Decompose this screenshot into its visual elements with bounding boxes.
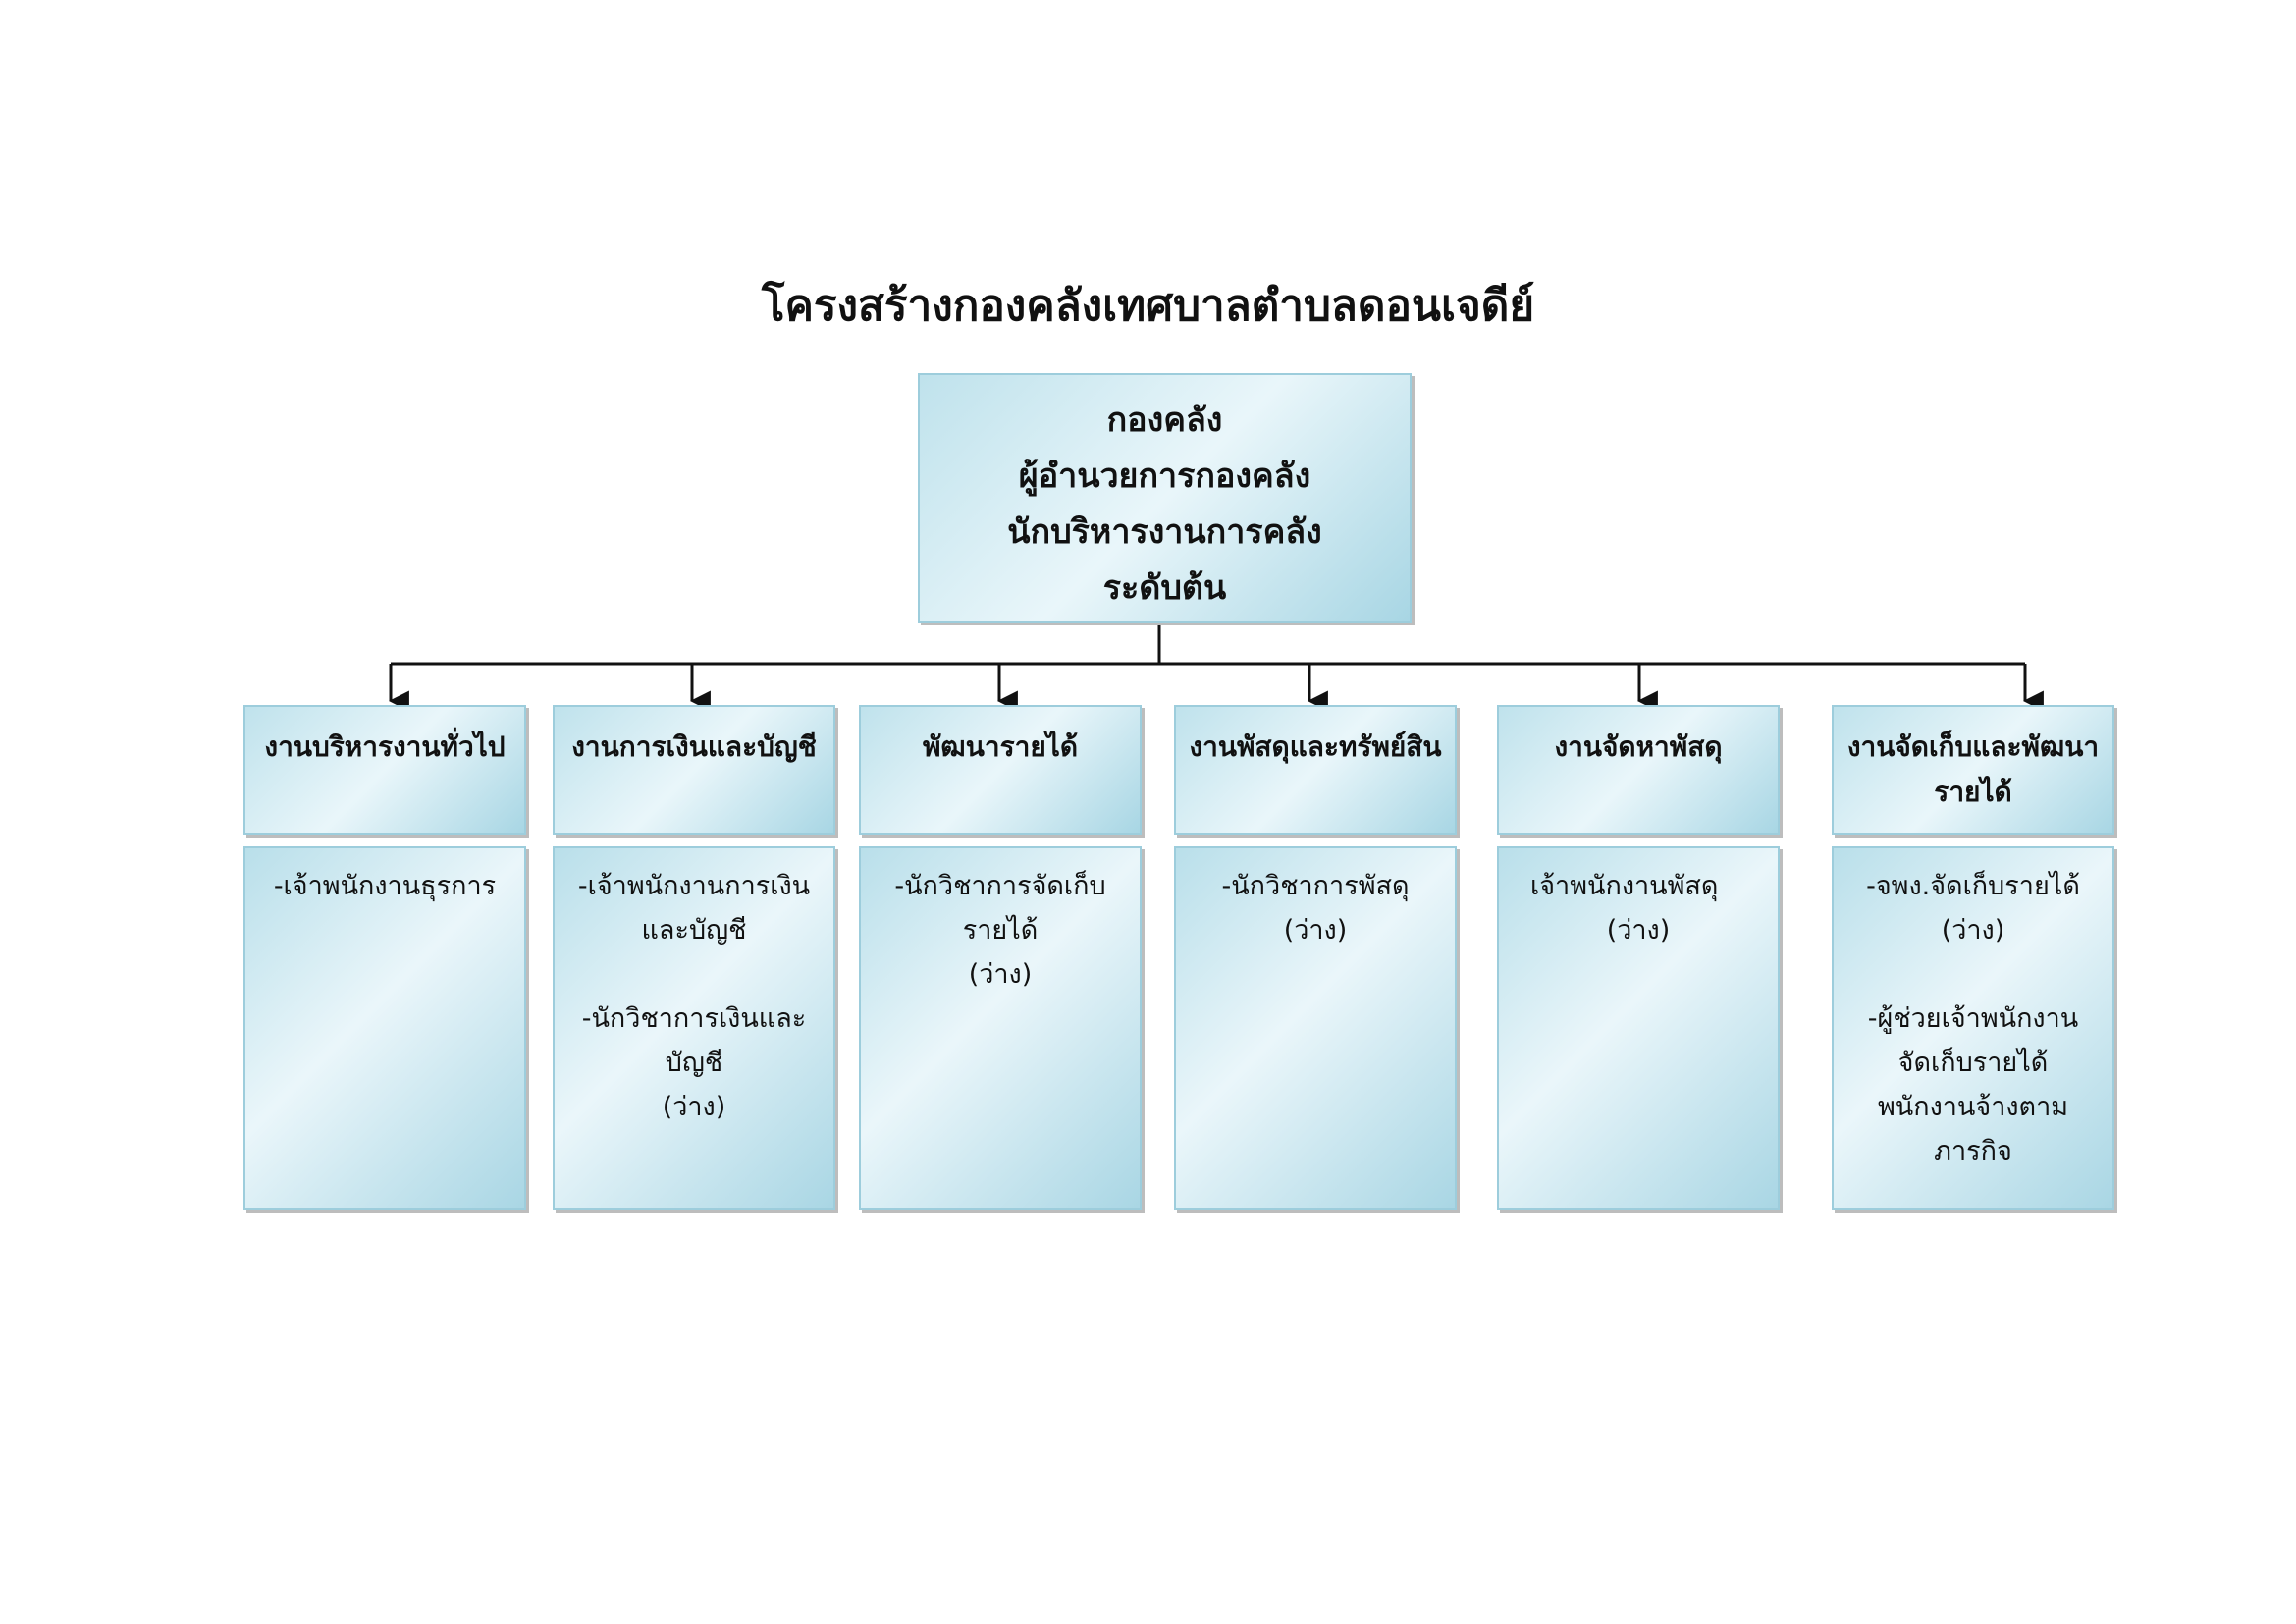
division-staff-revenue-development: -นักวิชาการจัดเก็บ รายได้ (ว่าง): [859, 846, 1142, 1210]
division-staff-procurement: เจ้าพนักงานพัสดุ (ว่าง): [1497, 846, 1780, 1210]
division-head-label: รายได้: [1934, 776, 2012, 808]
director-line: ผู้อำนวยการกองคลัง: [1018, 457, 1311, 496]
staff-line: (ว่าง): [662, 1092, 726, 1122]
division-head-general-admin: งานบริหารงานทั่วไป: [243, 705, 526, 835]
staff-line: จัดเก็บรายได้: [1897, 1048, 2049, 1078]
staff-line: และบัญชี: [641, 915, 747, 946]
staff-line: -เจ้าพนักงานการเงิน: [577, 871, 811, 901]
staff-line: (ว่าง): [1941, 915, 2005, 946]
staff-line: (ว่าง): [1283, 915, 1348, 946]
division-head-revenue-collection: งานจัดเก็บและพัฒนา รายได้: [1832, 705, 2114, 835]
division-head-label: งานจัดเก็บและพัฒนา: [1846, 731, 2100, 763]
staff-line: บัญชี: [665, 1048, 723, 1078]
staff-line: พนักงานจ้างตาม: [1877, 1092, 2069, 1122]
staff-line: -นักวิชาการเงินและ: [581, 1003, 807, 1034]
staff-gap: [1845, 952, 2101, 997]
director-line: ระดับต้น: [1102, 568, 1227, 608]
staff-line: ภารกิจ: [1934, 1136, 2012, 1166]
division-staff-general-admin: -เจ้าพนักงานธุรการ: [243, 846, 526, 1210]
division-head-label: งานจัดหาพัสดุ: [1554, 731, 1723, 763]
staff-line: -นักวิชาการพัสดุ: [1221, 871, 1410, 901]
division-head-label: พัฒนารายได้: [922, 731, 1079, 763]
staff-line: -จพง.จัดเก็บรายได้: [1866, 871, 2080, 901]
staff-line: -นักวิชาการจัดเก็บ: [894, 871, 1106, 901]
division-staff-finance-accounting: -เจ้าพนักงานการเงิน และบัญชี -นักวิชาการ…: [553, 846, 835, 1210]
division-head-finance-accounting: งานการเงินและบัญชี: [553, 705, 835, 835]
staff-line: -ผู้ช่วยเจ้าพนักงาน: [1867, 1003, 2079, 1034]
director-line: นักบริหารงานการคลัง: [1007, 513, 1322, 552]
staff-line: -เจ้าพนักงานธุรการ: [273, 871, 497, 901]
staff-gap: [566, 952, 822, 997]
division-head-label: งานการเงินและบัญชี: [571, 731, 817, 763]
division-head-procurement: งานจัดหาพัสดุ: [1497, 705, 1780, 835]
division-head-label: งานพัสดุและทรัพย์สิน: [1189, 731, 1442, 763]
division-head-label: งานบริหารงานทั่วไป: [264, 731, 506, 763]
division-staff-revenue-collection: -จพง.จัดเก็บรายได้ (ว่าง) -ผู้ช่วยเจ้าพน…: [1832, 846, 2114, 1210]
staff-line: (ว่าง): [968, 959, 1033, 990]
staff-line: (ว่าง): [1606, 915, 1671, 946]
staff-line: รายได้: [962, 915, 1039, 946]
division-head-supplies-assets: งานพัสดุและทรัพย์สิน: [1174, 705, 1457, 835]
director-line: กองคลัง: [1106, 401, 1223, 440]
staff-line: เจ้าพนักงานพัสดุ: [1530, 871, 1719, 901]
page-title: โครงสร้างกองคลังเทศบาลตำบลดอนเจดีย์: [761, 281, 1535, 331]
director-box: กองคลัง ผู้อำนวยการกองคลัง นักบริหารงานก…: [918, 373, 1412, 623]
division-head-revenue-development: พัฒนารายได้: [859, 705, 1142, 835]
division-staff-supplies-assets: -นักวิชาการพัสดุ (ว่าง): [1174, 846, 1457, 1210]
